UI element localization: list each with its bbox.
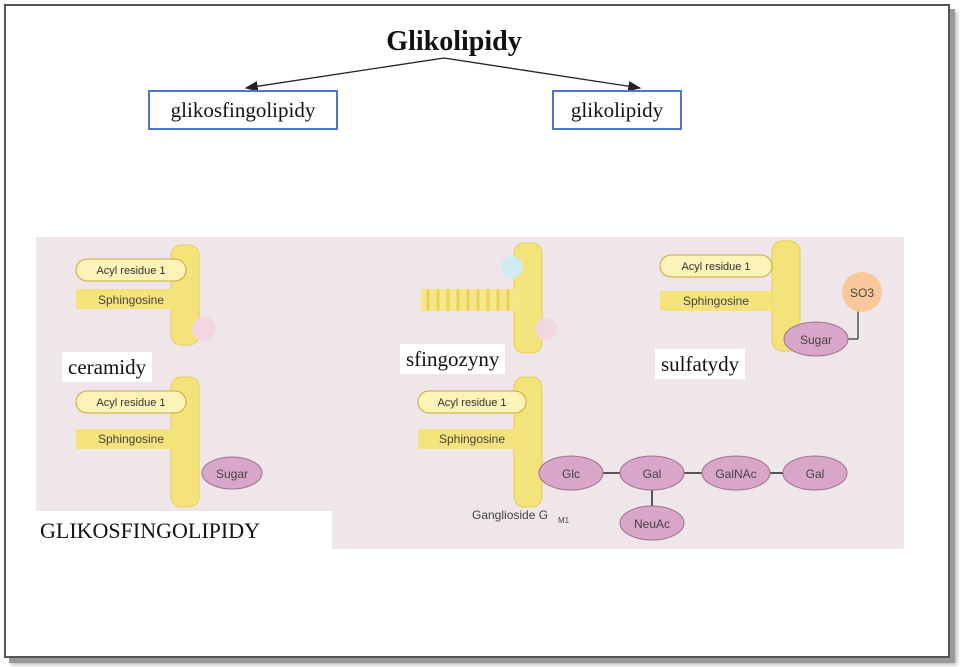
sugar-label: Sugar (216, 467, 248, 481)
ganglioside-subscript: M1 (558, 516, 570, 525)
so3-label: SO3 (850, 286, 874, 300)
ganglioside-label: Ganglioside G (472, 508, 548, 522)
label-sfingozyny: sfingozyny (400, 344, 506, 374)
gal2-label: Gal (806, 467, 825, 481)
label-sulfatydy: sulfatydy (655, 349, 746, 379)
sphingosine-label: Sphingosine (98, 432, 164, 446)
sphingosine-label: Sphingosine (439, 432, 505, 446)
galnac-label: GalNAc (715, 467, 756, 481)
arrow-left (244, 57, 445, 92)
acyl-label: Acyl residue 1 (437, 397, 506, 409)
sphingosine-label: Sphingosine (98, 293, 164, 307)
sugar-label: Sugar (800, 333, 832, 347)
gal-label: Gal (643, 467, 662, 481)
acyl-label: Acyl residue 1 (96, 265, 165, 277)
ganglioside-structure: Acyl residue 1 Sphingosine Glc Gal GalNA… (417, 376, 848, 541)
glycosphingolipid-structure-bottom: Acyl residue 1 Sphingosine Sugar (75, 376, 263, 508)
label-ceramidy: ceramidy (62, 352, 153, 382)
sphingosine-structure (421, 242, 557, 354)
glycolipid-structures-figure: Acyl residue 1 Sphingosine Acyl residue … (36, 237, 904, 549)
glc-label: Glc (562, 467, 580, 481)
sulfatide-structure: Acyl residue 1 Sphingosine Sugar SO3 (659, 240, 882, 357)
category-box-glikosfingolipidy: glikosfingolipidy (148, 90, 338, 130)
sphingosine-label: Sphingosine (683, 294, 749, 308)
category-box-glikolipidy: glikolipidy (552, 90, 682, 130)
caption-glikosfingolipidy: GLIKOSFINGOLIPIDY (36, 511, 332, 549)
hierarchy-arrows (244, 57, 642, 92)
slide-title: Glikolipidy (386, 26, 522, 57)
ceramide-structure-top: Acyl residue 1 Sphingosine (75, 244, 216, 346)
arrow-right (443, 57, 642, 92)
acyl-label: Acyl residue 1 (96, 397, 165, 409)
acyl-label: Acyl residue 1 (681, 261, 750, 273)
neuac-label: NeuAc (634, 517, 670, 531)
